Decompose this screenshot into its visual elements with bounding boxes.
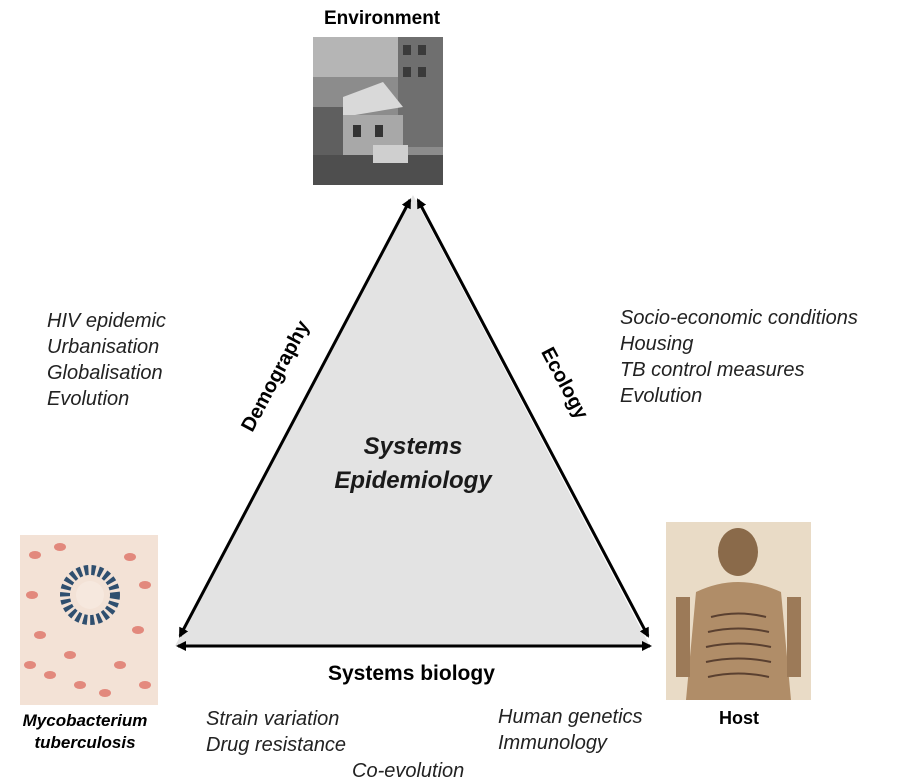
- mycobacterium-stain-image: [20, 535, 158, 705]
- factor-item: Drug resistance: [206, 734, 347, 756]
- factor-item: HIV epidemic: [47, 310, 166, 332]
- factors-bottom-right-list: Human genetics Immunology: [498, 704, 643, 756]
- environment-photo: [313, 37, 443, 185]
- arrow-ecology: [416, 198, 650, 638]
- factor-item: Socio-economic conditions: [620, 307, 858, 329]
- factors-left-list: HIV epidemic Urbanisation Globalisation …: [47, 308, 166, 412]
- factor-item: Urbanisation: [47, 336, 160, 358]
- edge-label-systems-biology: Systems biology: [328, 662, 495, 685]
- factor-item: Evolution: [47, 388, 130, 410]
- node-environment-label: Environment: [324, 8, 441, 29]
- factor-item: Strain variation: [206, 708, 340, 730]
- factors-bottom-left-list: Strain variation Drug resistance: [206, 706, 346, 758]
- factor-item: Globalisation: [47, 362, 163, 384]
- factor-item: Human genetics: [498, 706, 643, 728]
- factor-item: Housing: [620, 333, 694, 355]
- node-pathogen-label: Mycobacterium tuberculosis: [22, 711, 148, 752]
- host-illustration: [666, 522, 811, 700]
- arrow-demography: [178, 198, 412, 638]
- node-host-label: Host: [719, 708, 759, 728]
- factor-item: TB control measures: [620, 359, 805, 381]
- factor-item: Evolution: [620, 385, 703, 407]
- factor-item: Immunology: [498, 732, 607, 754]
- factors-right-list: Socio-economic conditions Housing TB con…: [620, 305, 858, 409]
- center-title: Systems Epidemiology: [334, 433, 492, 494]
- factor-co-evolution: Co-evolution: [352, 760, 465, 782]
